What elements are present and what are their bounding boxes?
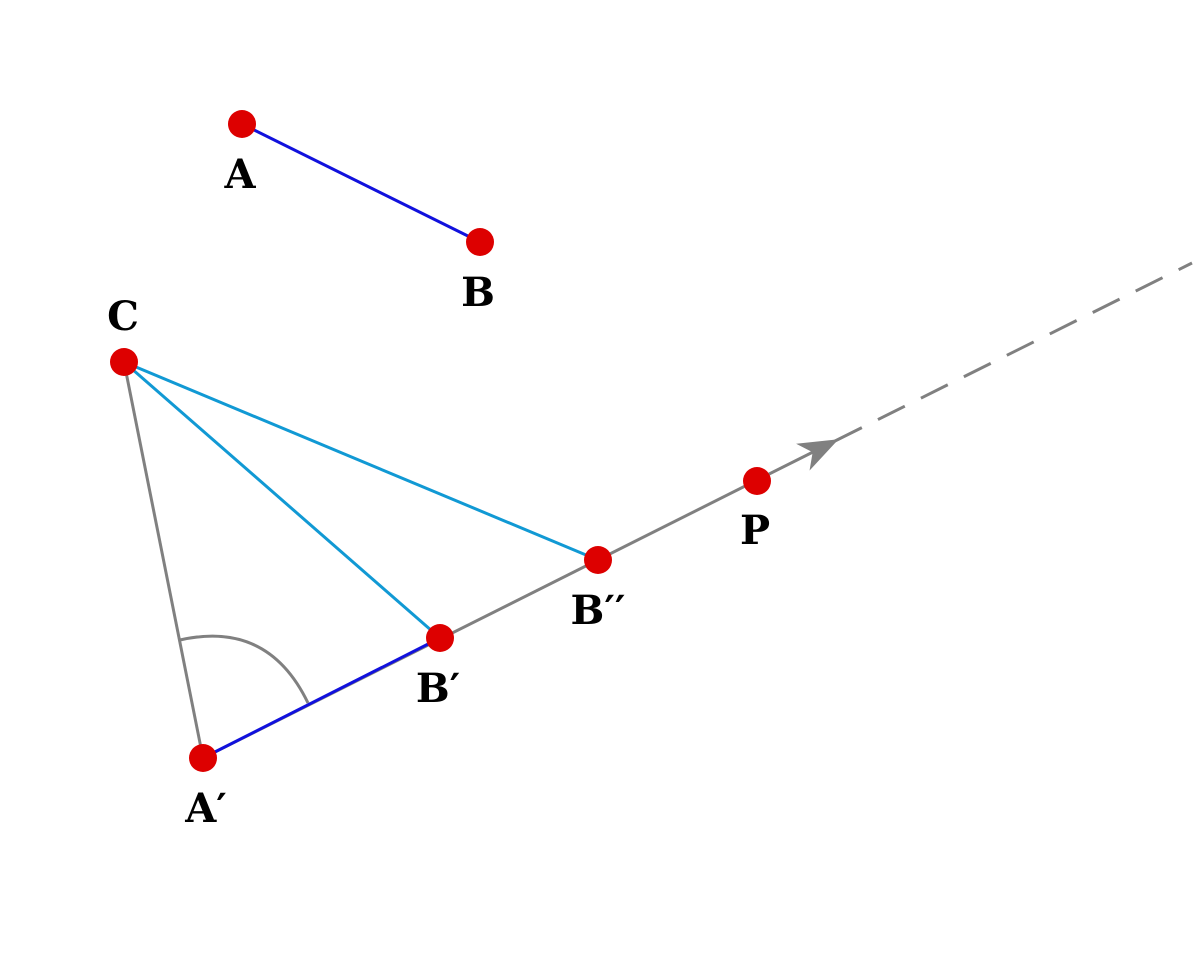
point-c [110,348,138,376]
label-b-prime: B′ [416,665,460,712]
point-p [743,467,771,495]
point-b [466,228,494,256]
label-p: P [740,507,770,554]
label-a-prime: A′ [184,785,227,832]
label-b: B [461,269,495,316]
point-b-double-prime [584,546,612,574]
angle-arc-a-prime [179,634,310,704]
label-b-double-prime: B′′ [571,587,626,634]
point-a-prime [189,744,217,772]
label-c: C [107,293,139,340]
label-a: A [223,151,256,198]
segment-c-b-prime [123,360,441,640]
point-b-prime [426,624,454,652]
ray-extension-dashed [834,261,1193,443]
segment-c-a-prime [122,361,205,759]
point-a [228,110,256,138]
segment-c-b-double-prime [123,360,599,562]
segment-ab [241,122,481,244]
segment-a-prime-b-prime [202,636,441,760]
